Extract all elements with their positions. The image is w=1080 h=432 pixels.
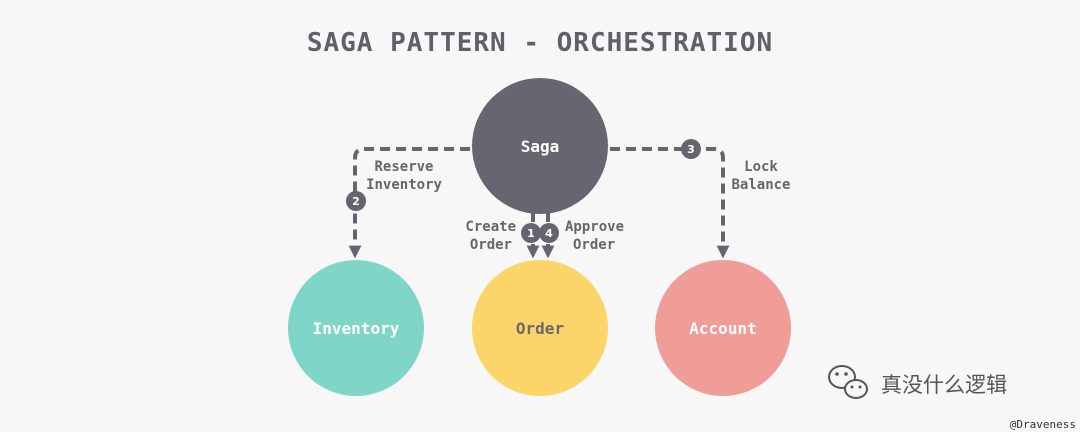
node-order: Order	[472, 260, 608, 396]
node-inventory: Inventory	[288, 260, 424, 396]
step-badge-3: 3	[681, 139, 701, 159]
wechat-icon	[828, 365, 868, 399]
edge-reserve-inventory	[348, 147, 470, 259]
step-badge-4: 4	[539, 223, 559, 243]
saga-circle	[472, 78, 608, 214]
inventory-circle	[288, 260, 424, 396]
reserve-label-line1: Reserve	[374, 159, 433, 175]
svg-text:2: 2	[352, 195, 360, 208]
approve-label-line2: Order	[573, 237, 615, 253]
edge-lock-balance	[610, 147, 730, 259]
create-label-line2: Order	[470, 237, 512, 253]
node-account: Account	[655, 260, 791, 396]
account-circle	[655, 260, 791, 396]
svg-text:1: 1	[527, 227, 535, 240]
step-badge-1: 1	[521, 223, 541, 243]
svg-text:3: 3	[687, 143, 695, 156]
order-circle	[472, 260, 608, 396]
create-label-line1: Create	[465, 219, 516, 235]
author-credit: @Draveness	[1010, 418, 1076, 431]
reserve-label-line2: Inventory	[366, 177, 442, 193]
inventory-label: Inventory	[313, 319, 400, 338]
account-label: Account	[689, 319, 756, 338]
watermark-text: 真没什么逻辑	[881, 373, 1007, 397]
approve-label-line1: Approve	[565, 219, 624, 235]
order-label: Order	[516, 319, 564, 338]
lock-label-line2: Balance	[731, 177, 790, 193]
svg-text:4: 4	[545, 227, 553, 240]
diagram-title: SAGA PATTERN - ORCHESTRATION	[307, 28, 773, 58]
saga-label: Saga	[521, 137, 560, 156]
node-saga: Saga	[472, 78, 608, 214]
step-badge-2: 2	[346, 191, 366, 211]
lock-label-line1: Lock	[744, 159, 778, 175]
